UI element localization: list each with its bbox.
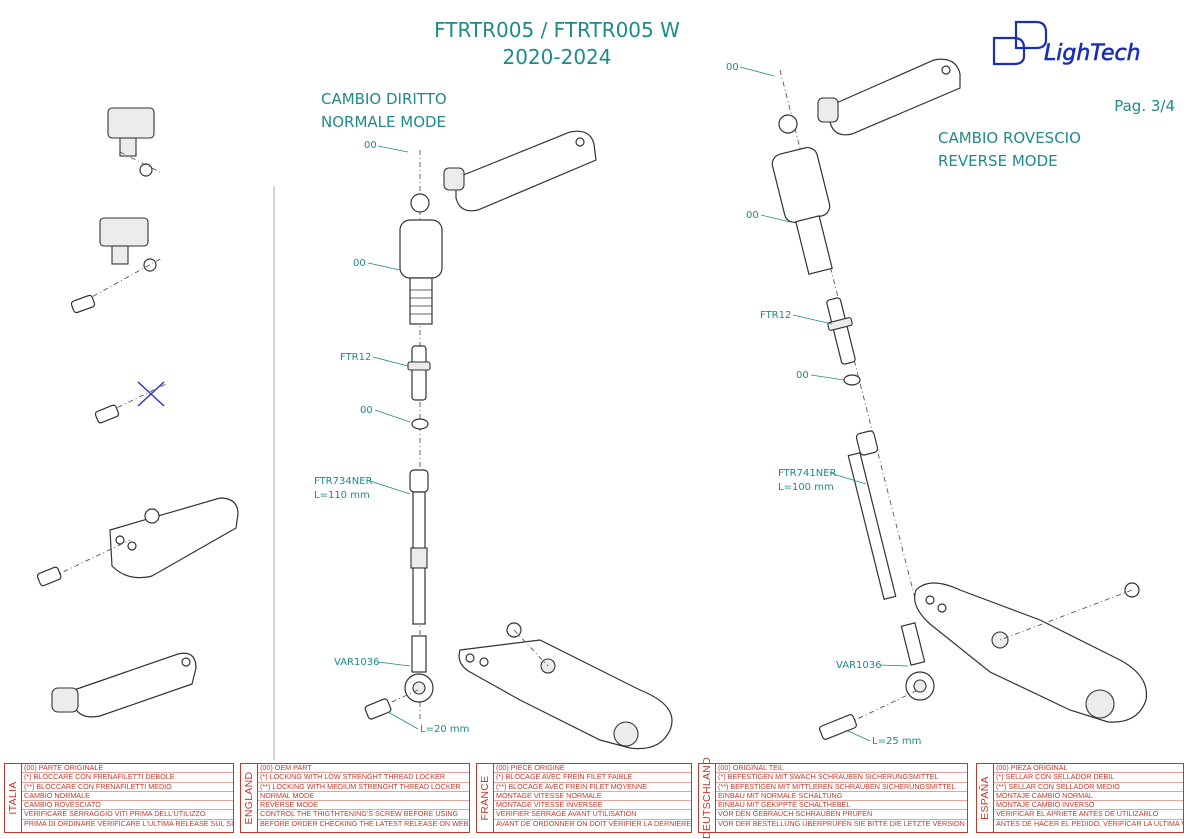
legend-line: EINBAU MIT NORMALE SCHALTUNG	[716, 792, 967, 802]
reverse-callout-oem1: 00	[726, 62, 739, 73]
brand-name: LighTech	[1044, 41, 1141, 66]
legend-line: MONTAJE CAMBIO NORMAL	[994, 792, 1183, 802]
normal-footpeg	[443, 130, 597, 212]
normal-oem-washer	[411, 418, 429, 430]
oem-bracket-mid	[70, 217, 163, 314]
normal-shift-lever	[458, 622, 673, 750]
legend-line: (*) SELLAR CON SELLADOR DEBIL	[994, 773, 1183, 783]
legend-line: MONTAGE VITESSE NORMALE	[494, 792, 691, 802]
diagram-title: FTRTR005 / FTRTR005 W	[434, 18, 680, 42]
normal-callout-rod-length: L=110 mm	[314, 490, 370, 501]
normal-callout-rod: FTR734NER	[314, 476, 373, 487]
legend-line: (**) SELLAR CON SELLADOR MEDIO	[994, 783, 1183, 792]
reverse-callout-ftr12: FTR12	[760, 310, 791, 321]
legend-line: CAMBIO ROVESCIATO	[22, 801, 233, 811]
legend-country-name: ENGLAND	[243, 771, 255, 825]
legend-line: VOR DEN GEBRAUCH SCHRAUBEN PRÜFEN	[716, 810, 967, 820]
legend-line: VERIFICARE SERRAGGIO VITI PRIMA DELL'UTI…	[22, 810, 233, 820]
normal-callout-joint: VAR1036	[334, 657, 379, 668]
legend-line: (**) BLOCAGE AVEC FREIN FILET MOYENNE	[494, 783, 691, 792]
legend-espana: ESPAÑA (00) PIEZA ORIGINAL (*) SELLAR CO…	[976, 763, 1184, 833]
legend-line: AVANT DE ORDONNER ON DOIT VÉRIFIER LA DE…	[496, 819, 691, 828]
legend-line: (00) PARTE ORIGINALE	[22, 764, 233, 774]
legend-line: ANTES DE HACER EL PEDIDO, VERIFICAR LA U…	[996, 819, 1183, 828]
normal-callouts: 00 00 FTR12 00 FTR734NER L=110 mm VAR103…	[314, 140, 469, 735]
legend-line: VERIFICAR EL APRIETE ANTES DE UTILIZARLO	[994, 810, 1183, 820]
legend-deutschland: DEUTSCHLAND (00) ORIGINAL TEIL (*) BEFES…	[698, 757, 968, 839]
legend-line: CONTROL THE THIGTHTENING'S SCREW BEFORE …	[258, 810, 469, 820]
oem-bracket-top	[107, 107, 161, 177]
oem-bolt-crossed	[94, 381, 167, 424]
legend-line: EINBAU MIT GEKIPPTE SCHALTHEBEL	[716, 801, 967, 811]
reverse-bolt	[818, 689, 919, 740]
legend-line: PRIMA DI ORDINARE VERIFICARE L'ULTIMA RE…	[24, 819, 233, 828]
normal-callout-oem1: 00	[364, 140, 377, 151]
legend-line: CAMBIO NORMALE	[22, 792, 233, 802]
legend-line: (**) BLOCCARE CON FRENAFILETTI MEDIO	[22, 783, 233, 792]
normal-mode-label-1: CAMBIO DIRITTO	[321, 90, 447, 108]
oem-peg-assembly	[36, 497, 239, 587]
legend-country-name: ITALIA	[7, 781, 19, 815]
legend-line: BEFORE ORDER CHECKING THE LATEST RELEASE…	[260, 819, 469, 828]
normal-callout-oem3: 00	[360, 405, 373, 416]
reverse-ball-joint	[771, 114, 833, 275]
normal-mode-label-2: NORMALE MODE	[321, 113, 446, 131]
legend-line: (00) OEM PART	[258, 764, 469, 774]
legend-line: (*) LOCKING WITH LOW STRENGHT THREAD LOC…	[258, 773, 469, 783]
reverse-callout-rod-length: L=100 mm	[778, 482, 834, 493]
legend-line: REVERSE MODE	[258, 801, 469, 811]
legend-line: (**) LOCKING WITH MEDIUM STRENGHT THREAD…	[258, 783, 469, 792]
page-number: Pag. 3/4	[1114, 97, 1175, 115]
reverse-callout-joint: VAR1036	[836, 660, 881, 671]
reverse-mode-label-2: REVERSE MODE	[938, 152, 1058, 170]
legend-country-name: ESPAÑA	[979, 776, 991, 820]
reverse-footpeg	[817, 58, 961, 136]
legend-line: MONTAJE CAMBIO INVERSO	[994, 801, 1183, 811]
reverse-callout-oem3: 00	[796, 370, 809, 381]
normal-bolt	[364, 689, 419, 720]
normal-callout-bolt-length: L=20 mm	[420, 724, 469, 735]
reverse-var1036-joint	[900, 622, 935, 701]
legend-line: (*) BLOCCARE CON FRENAFILETTI DEBOLE	[22, 773, 233, 783]
logo-icon: LighTech	[992, 20, 1141, 66]
reverse-ftr12-spacer	[826, 297, 856, 365]
normal-rod-ftr734ner	[409, 469, 429, 625]
reverse-callouts: 00 00 FTR12 00 FTR741NER L=100 mm VAR103…	[726, 62, 921, 747]
legend-line: (*) BLOCAGE AVEC FREIN FILET FAIBLE	[494, 773, 691, 783]
normal-callout-ftr12: FTR12	[340, 352, 371, 363]
normal-callout-oem2: 00	[353, 258, 366, 269]
legend-country-name: DEUTSCHLAND	[701, 756, 713, 839]
diagram-years: 2020-2024	[502, 45, 611, 69]
legend-line: (00) PIEZA ORIGINAL	[994, 764, 1183, 774]
legend-line: (00) PIECE ORIGINE	[494, 764, 691, 774]
legend-line: (00) ORIGINAL TEIL	[716, 764, 967, 774]
reverse-callout-oem2: 00	[746, 210, 759, 221]
reverse-oem-washer	[843, 374, 861, 386]
legend-country-name: FRANCE	[479, 775, 491, 821]
normal-ftr12-spacer	[407, 345, 431, 401]
oem-footpeg	[51, 652, 197, 718]
legend-line: (*) BEFESTIGEN MIT SWACH SCHRAUBEN SICHE…	[716, 773, 967, 783]
legend-italia: ITALIA (00) PARTE ORIGINALE (*) BLOCCARE…	[4, 763, 234, 833]
reverse-rod-ftr741ner	[847, 430, 897, 600]
legend-france: FRANCE (00) PIECE ORIGINE (*) BLOCAGE AV…	[476, 763, 692, 833]
legend-line: MONTAGE VITESSE INVERSEE	[494, 801, 691, 811]
normal-ball-joint	[399, 193, 443, 325]
legend-line: VERIFIER SERRAGE AVANT UTILISATION	[494, 810, 691, 820]
legend-line: VOR DER BESTELLUNG ÜBERPRÜFEN SIE BITTE …	[718, 819, 967, 828]
reverse-callout-rod: FTR741NER	[778, 468, 837, 479]
legend-england: ENGLAND (00) OEM PART (*) LOCKING WITH L…	[240, 763, 470, 833]
reverse-shift-lever	[914, 582, 1148, 723]
legend-line: NORMAL MODE	[258, 792, 469, 802]
exploded-diagram: FTRTR005 / FTRTR005 W 2020-2024 Pag. 3/4…	[36, 18, 1175, 760]
reverse-mode-label-1: CAMBIO ROVESCIO	[938, 129, 1081, 147]
legend-line: (**) BEFESTIGEN MIT MITTLEREN SCHRAUBEN …	[716, 783, 967, 792]
normal-var1036-joint	[404, 635, 434, 703]
reverse-callout-bolt-length: L=25 mm	[872, 736, 921, 747]
